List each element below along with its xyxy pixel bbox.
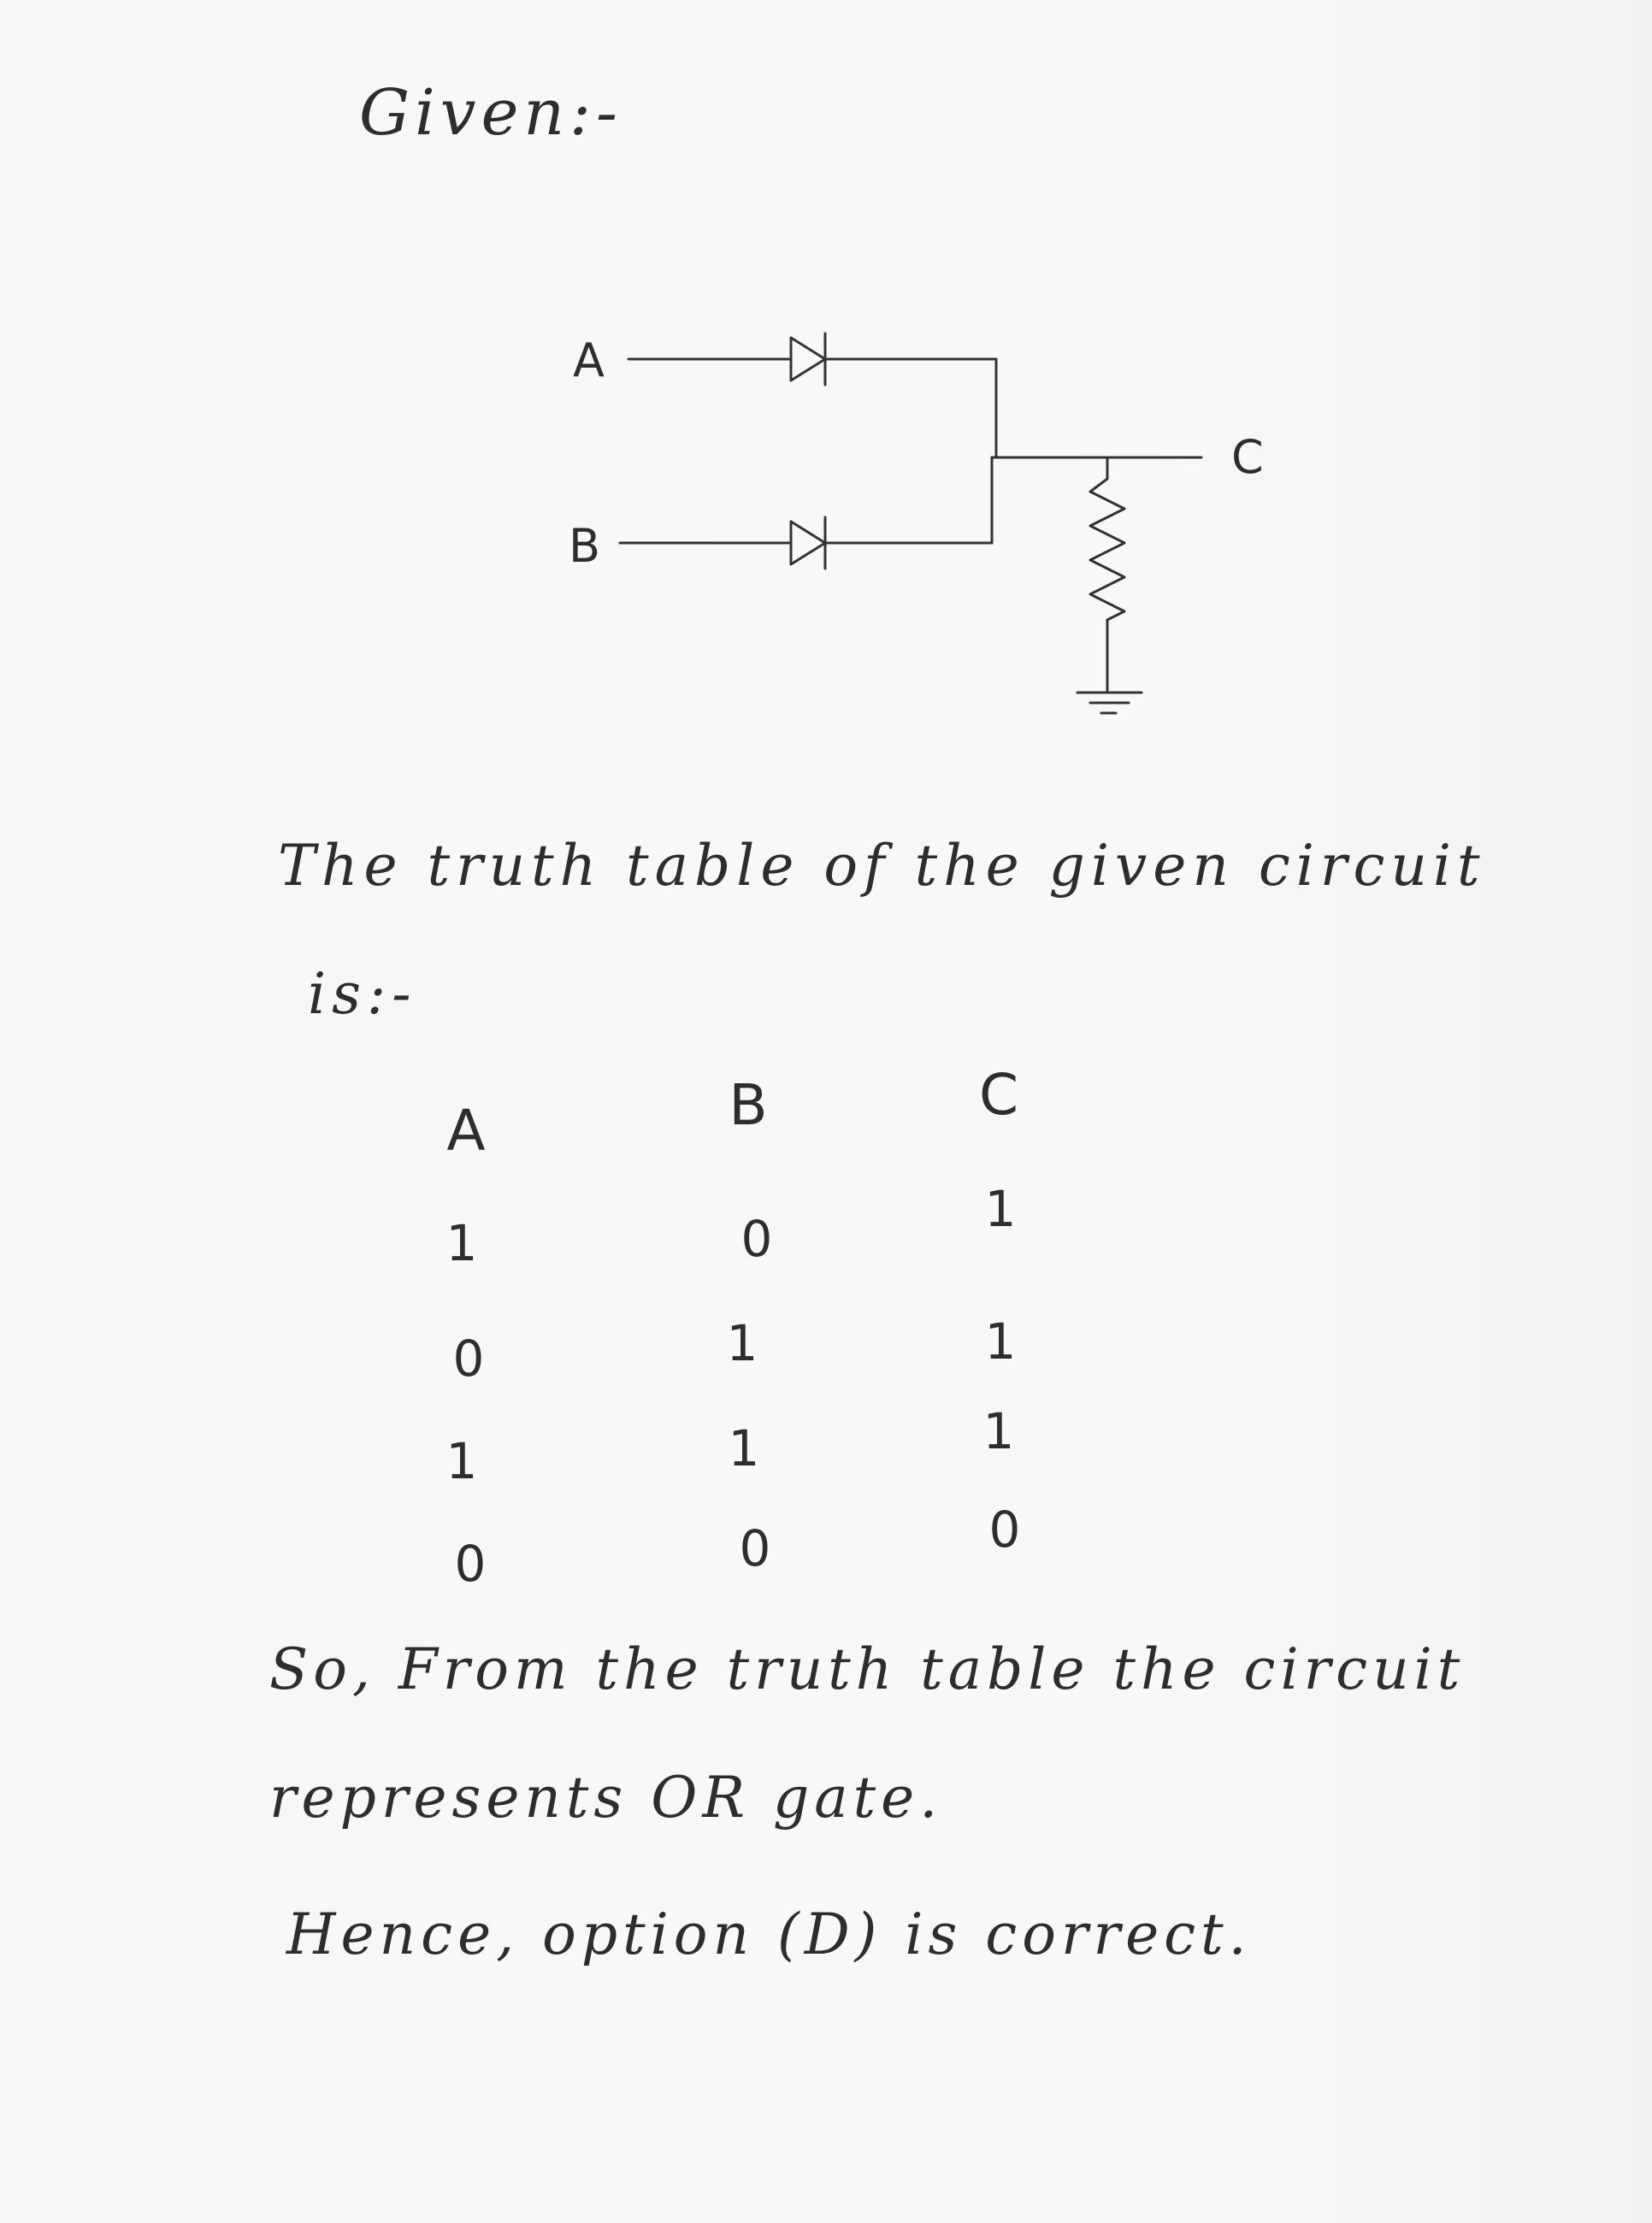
resistor-zigzag <box>1089 477 1126 622</box>
circuit-label-a: A <box>573 333 605 387</box>
table-cell-r4-c: 0 <box>988 1501 1021 1559</box>
heading-given: Given:- <box>359 76 622 150</box>
circuit-label-c: C <box>1231 430 1264 484</box>
diode-a-triangle <box>789 336 827 382</box>
table-cell-r1-c: 1 <box>984 1180 1017 1238</box>
table-cell-r3-c: 1 <box>982 1402 1015 1460</box>
table-header-c: C <box>978 1062 1019 1128</box>
intro-line-2: is:- <box>308 961 417 1027</box>
diode-circuit-diagram: A B C <box>569 332 1264 715</box>
table-cell-r3-a: 1 <box>445 1432 478 1490</box>
table-cell-r2-b: 1 <box>726 1314 758 1372</box>
table-cell-r4-b: 0 <box>739 1519 771 1577</box>
table-cell-r1-a: 1 <box>445 1214 478 1272</box>
table-cell-r4-a: 0 <box>454 1535 487 1593</box>
diode-b-triangle <box>789 520 827 566</box>
table-cell-r2-a: 0 <box>452 1330 485 1388</box>
circuit-label-b: B <box>569 519 600 573</box>
intro-line-1: The truth table of the given circuit <box>278 833 1486 899</box>
table-cell-r1-b: 0 <box>740 1210 773 1268</box>
table-header-a: A <box>446 1098 486 1164</box>
table-header-b: B <box>729 1072 768 1138</box>
conclusion-line-3: Hence, option (D) is correct. <box>286 1902 1252 1967</box>
conclusion-line-1: So, From the truth table the circuit <box>269 1636 1466 1702</box>
conclusion-line-2: represents OR gate. <box>269 1765 943 1831</box>
table-cell-r2-c: 1 <box>984 1312 1017 1371</box>
table-cell-r3-b: 1 <box>728 1419 760 1477</box>
